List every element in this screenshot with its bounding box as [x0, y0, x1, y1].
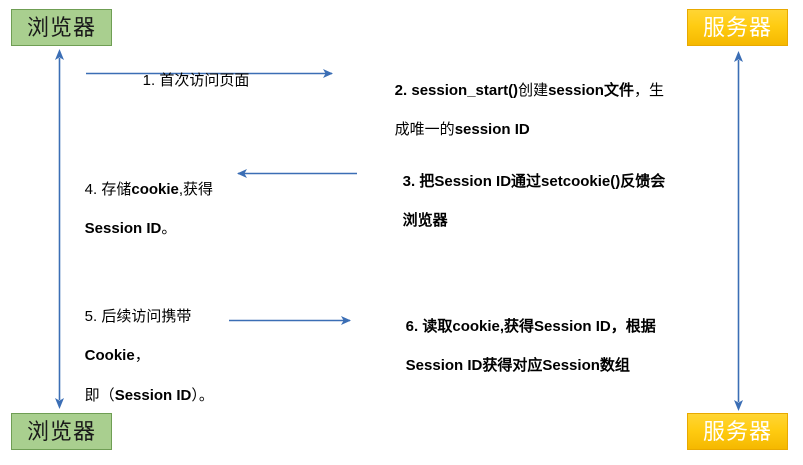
- message-step5-line3-c: ）。: [191, 386, 214, 404]
- message-step4-line2-b: 。: [161, 220, 177, 238]
- message-step3-line1: 3. 把Session ID通过setcookie()反馈会: [402, 172, 666, 190]
- message-step6-line1: 6. 读取cookie,获得Session ID，根据: [405, 317, 656, 335]
- actor-browser-bottom-label: 浏览器: [26, 418, 96, 444]
- message-step2-line1-c: session文件: [548, 81, 634, 99]
- message-step3-line2: 浏览器: [402, 212, 448, 230]
- message-step4-line2-a: Session ID: [84, 220, 162, 238]
- actor-browser-bottom: 浏览器: [11, 413, 112, 450]
- message-step5-line2-a: Cookie: [84, 347, 135, 365]
- message-step2-line2-b: session ID: [454, 121, 530, 139]
- message-step2-line1-a: 2. session_start(): [394, 81, 519, 99]
- message-step5-line3-a: 即（: [84, 386, 115, 404]
- actor-server-bottom: 服务器: [687, 413, 788, 450]
- message-step2-line2-a: 成唯一的: [394, 121, 455, 139]
- actor-server-top-label: 服务器: [702, 14, 772, 40]
- message-step4-line1-b: cookie: [131, 180, 179, 198]
- message-step4-line1-a: 4. 存储: [84, 180, 132, 198]
- message-step5: 5. 后续访问携带 Cookie， 即（Session ID）。: [68, 287, 248, 426]
- message-step4: 4. 存储cookie,获得 Session ID。: [68, 160, 243, 259]
- actor-server-top: 服务器: [687, 9, 788, 46]
- actor-browser-top: 浏览器: [11, 9, 112, 46]
- server-lifeline: [734, 51, 743, 411]
- message-step5-line2-b: ，: [134, 347, 150, 365]
- message-step1: 1. 首次访问页面: [126, 51, 356, 110]
- message-step2-line1-b: 创建: [518, 81, 549, 99]
- actor-server-bottom-label: 服务器: [702, 418, 772, 444]
- message-step6: 6. 读取cookie,获得Session ID，根据 Session ID获得…: [389, 297, 709, 396]
- message-step4-line1-c: ,获得: [178, 180, 214, 198]
- message-step2: 2. session_start()创建session文件，生 成唯一的sess…: [378, 61, 708, 160]
- browser-lifeline: [55, 49, 64, 409]
- message-step1-text: 1. 首次访问页面: [142, 71, 250, 89]
- message-step5-line1: 5. 后续访问携带: [84, 307, 192, 325]
- actor-browser-top-label: 浏览器: [26, 14, 96, 40]
- message-step2-line1-d: ，生: [633, 81, 664, 99]
- message-step5-line3-b: Session ID: [114, 386, 192, 404]
- message-step3: 3. 把Session ID通过setcookie()反馈会 浏览器: [386, 152, 716, 251]
- message-step6-line2: Session ID获得对应Session数组: [405, 357, 630, 375]
